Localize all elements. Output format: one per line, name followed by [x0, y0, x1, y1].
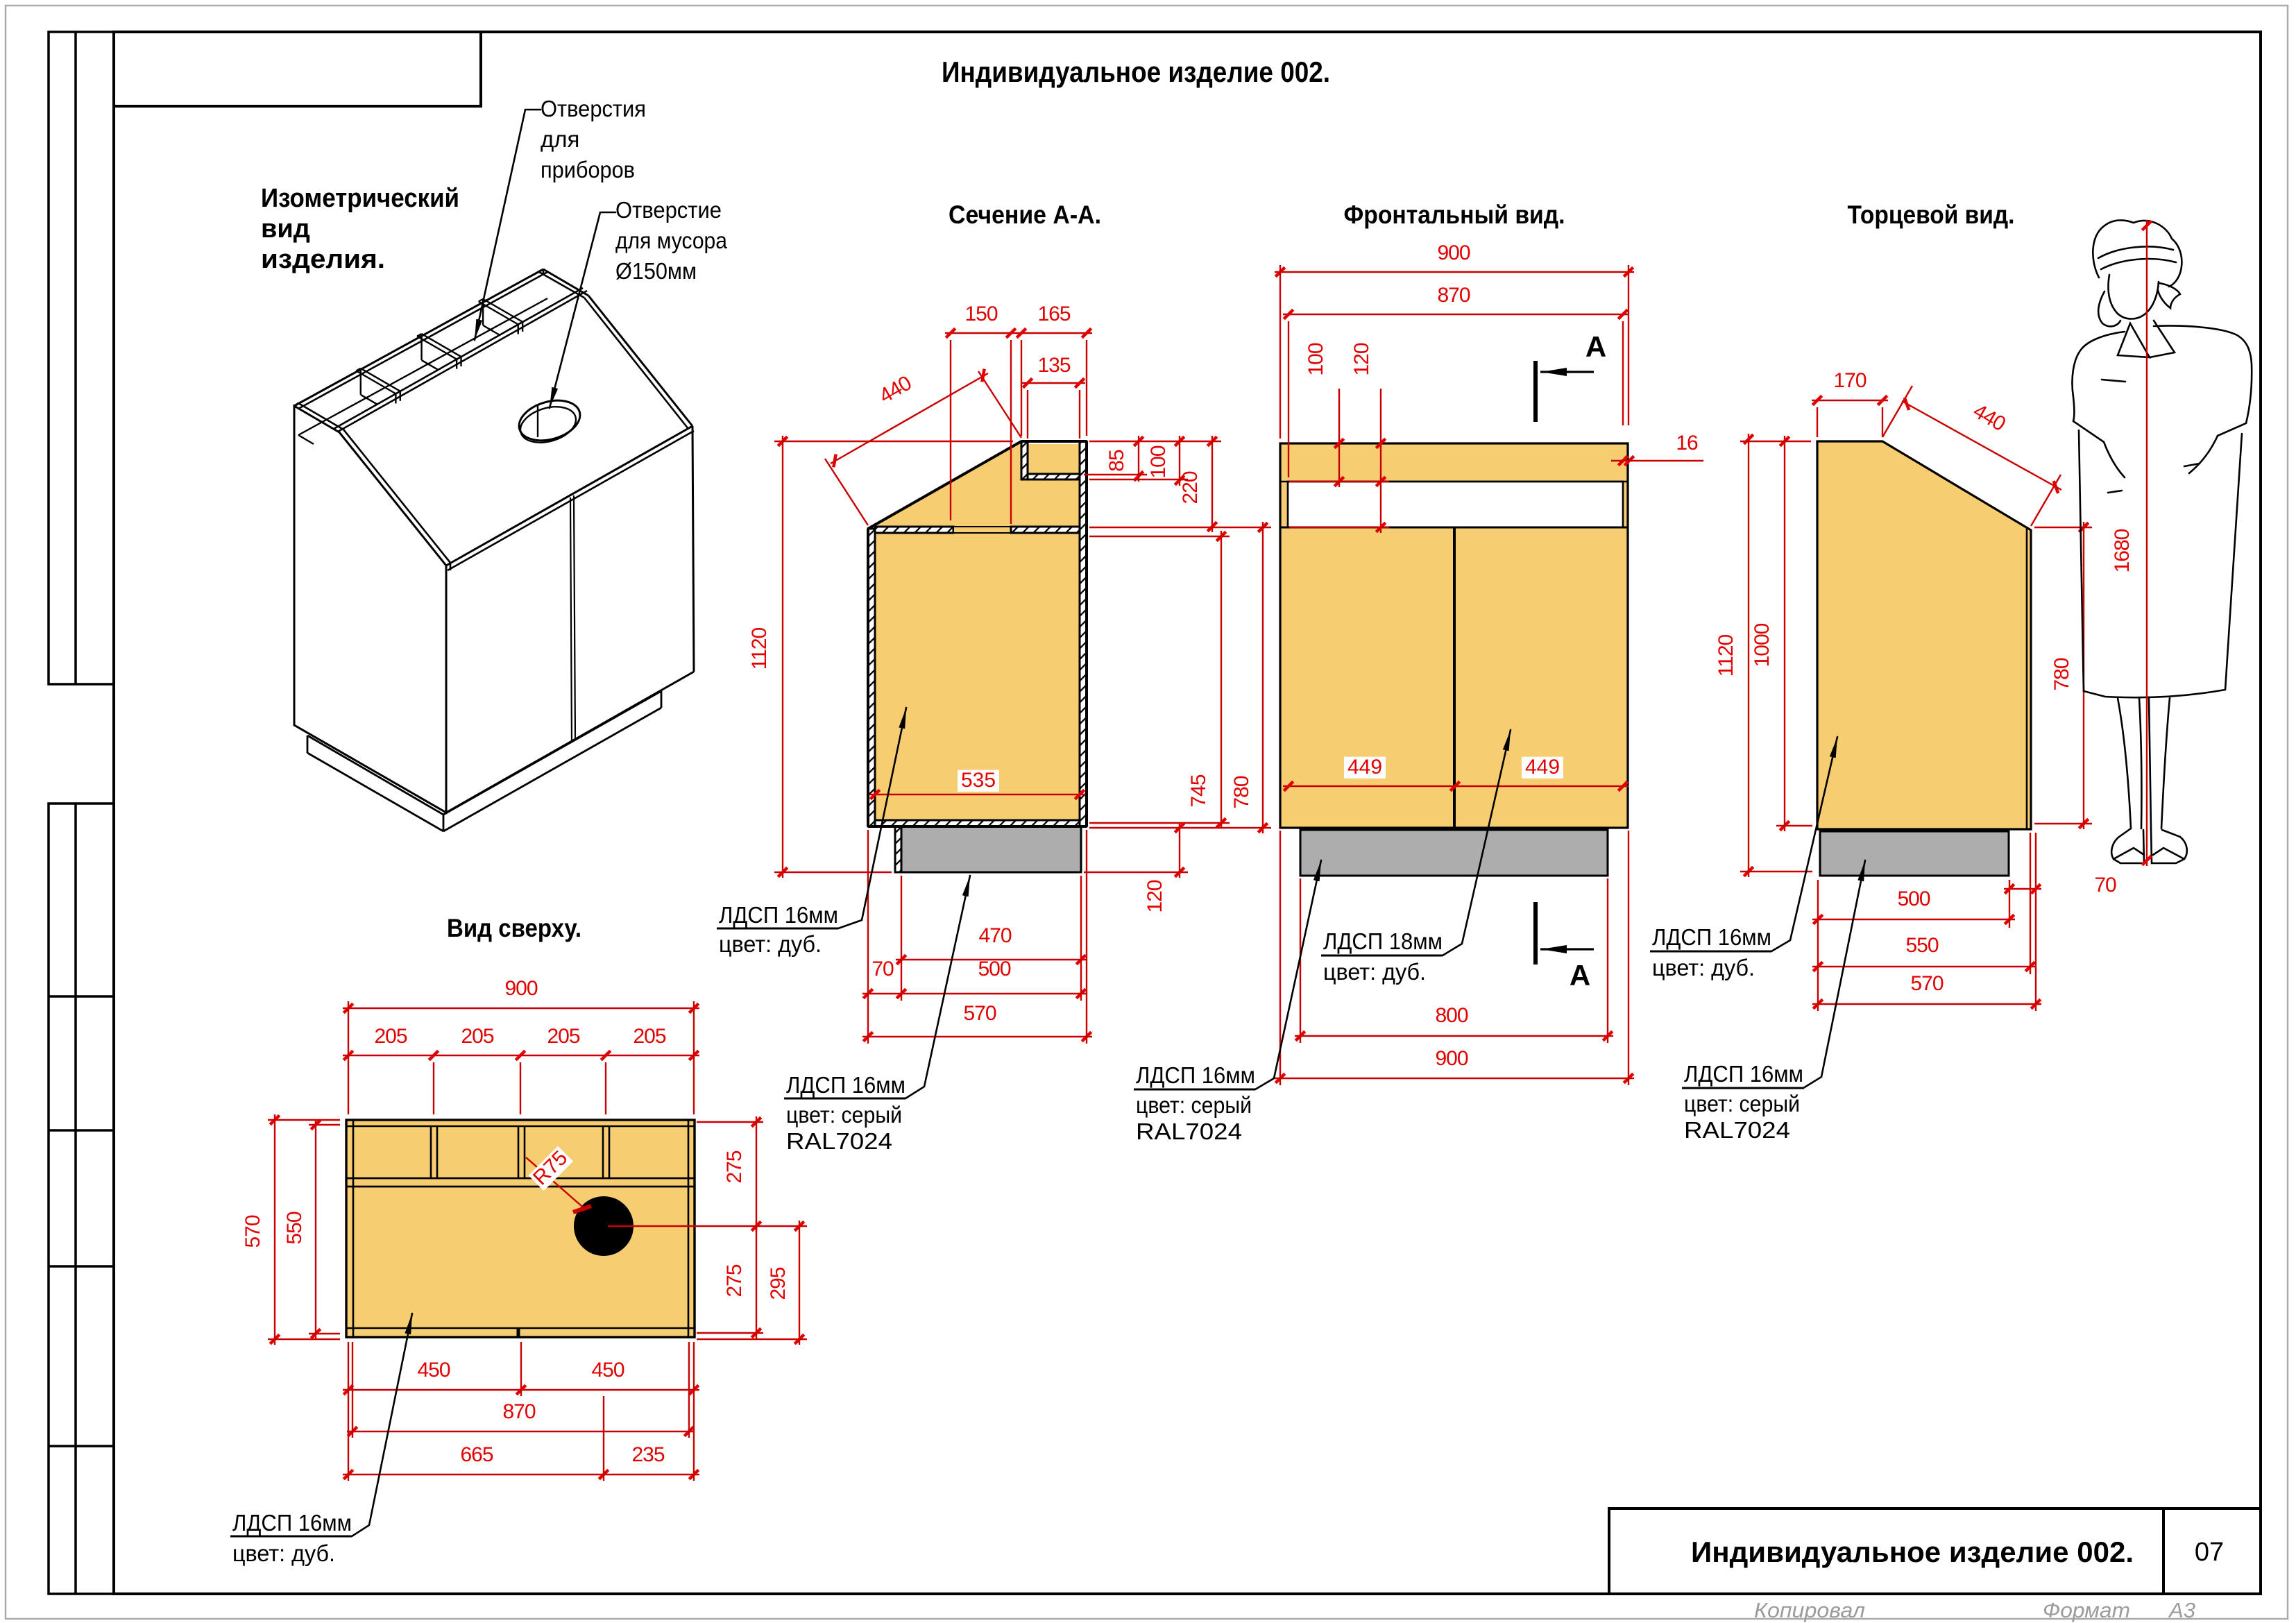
- svg-text:570: 570: [241, 1215, 264, 1248]
- svg-text:235: 235: [631, 1443, 664, 1466]
- svg-text:1000: 1000: [1751, 623, 1774, 667]
- svg-text:295: 295: [767, 1267, 790, 1300]
- svg-text:А: А: [1570, 959, 1590, 992]
- svg-text:ЛДСП 16мм: ЛДСП 16мм: [719, 902, 838, 928]
- svg-text:900: 900: [1435, 1047, 1468, 1070]
- svg-text:70: 70: [2094, 874, 2116, 897]
- svg-text:07: 07: [2195, 1538, 2224, 1567]
- svg-text:449: 449: [1347, 756, 1382, 779]
- svg-text:Отверстие: Отверстие: [615, 197, 722, 223]
- svg-text:550: 550: [283, 1212, 306, 1244]
- svg-text:для: для: [541, 126, 579, 152]
- svg-text:Ø150мм: Ø150мм: [615, 258, 697, 284]
- svg-text:ЛДСП 16мм: ЛДСП 16мм: [1652, 924, 1771, 950]
- svg-text:ЛДСП 16мм: ЛДСП 16мм: [232, 1510, 352, 1536]
- svg-text:70: 70: [871, 958, 894, 980]
- svg-text:Формат: Формат: [2043, 1598, 2130, 1622]
- svg-text:870: 870: [502, 1400, 535, 1423]
- svg-text:449: 449: [1525, 756, 1560, 779]
- svg-text:900: 900: [1437, 241, 1470, 264]
- svg-text:120: 120: [1143, 880, 1166, 912]
- svg-text:Фронтальный вид.: Фронтальный вид.: [1344, 201, 1565, 229]
- svg-text:870: 870: [1437, 284, 1470, 307]
- svg-text:150: 150: [964, 303, 997, 325]
- svg-text:цвет: серый: цвет: серый: [1136, 1092, 1252, 1118]
- svg-text:Индивидуальное изделие 002.: Индивидуальное изделие 002.: [1691, 1536, 2134, 1568]
- svg-text:100: 100: [1147, 445, 1170, 478]
- svg-text:А3: А3: [2168, 1598, 2195, 1622]
- svg-text:ЛДСП 16мм: ЛДСП 16мм: [1136, 1062, 1255, 1088]
- svg-text:вид: вид: [261, 214, 310, 244]
- svg-text:цвет: серый: цвет: серый: [1684, 1091, 1800, 1116]
- svg-text:ЛДСП 16мм: ЛДСП 16мм: [786, 1072, 905, 1098]
- svg-text:цвет: дуб.: цвет: дуб.: [1323, 959, 1426, 985]
- svg-text:цвет: дуб.: цвет: дуб.: [1652, 955, 1755, 980]
- svg-text:450: 450: [417, 1359, 450, 1382]
- svg-text:570: 570: [1910, 972, 1943, 995]
- svg-text:Изометрический: Изометрический: [261, 184, 459, 213]
- svg-text:для мусора: для мусора: [615, 228, 728, 253]
- svg-text:120: 120: [1350, 343, 1373, 375]
- svg-text:275: 275: [723, 1150, 746, 1183]
- svg-text:100: 100: [1304, 343, 1327, 375]
- svg-text:ЛДСП 16мм: ЛДСП 16мм: [1684, 1061, 1803, 1087]
- svg-text:780: 780: [1230, 776, 1253, 808]
- svg-text:Копировал: Копировал: [1754, 1598, 1865, 1622]
- svg-text:500: 500: [978, 958, 1010, 980]
- svg-text:205: 205: [461, 1025, 493, 1048]
- svg-text:535: 535: [961, 769, 996, 792]
- svg-text:изделия.: изделия.: [261, 245, 385, 274]
- svg-text:Вид сверху.: Вид сверху.: [447, 914, 581, 942]
- svg-text:RAL7024: RAL7024: [1136, 1119, 1242, 1144]
- svg-text:220: 220: [1179, 471, 1202, 504]
- svg-text:1120: 1120: [1715, 634, 1737, 677]
- svg-text:Индивидуальное изделие 002.: Индивидуальное изделие 002.: [942, 56, 1330, 88]
- svg-text:570: 570: [963, 1002, 996, 1025]
- svg-text:цвет: дуб.: цвет: дуб.: [719, 931, 822, 957]
- svg-text:170: 170: [1833, 369, 1866, 392]
- svg-text:ЛДСП 18мм: ЛДСП 18мм: [1323, 928, 1443, 954]
- svg-text:470: 470: [978, 924, 1011, 947]
- svg-text:205: 205: [633, 1025, 665, 1048]
- svg-text:450: 450: [591, 1359, 624, 1382]
- svg-text:205: 205: [547, 1025, 579, 1048]
- svg-text:780: 780: [2050, 658, 2073, 690]
- svg-text:А: А: [1585, 330, 1606, 363]
- svg-text:приборов: приборов: [541, 157, 635, 182]
- svg-text:1120: 1120: [748, 627, 771, 670]
- svg-text:Сечение А-А.: Сечение А-А.: [949, 201, 1101, 229]
- svg-text:500: 500: [1897, 887, 1930, 910]
- svg-text:800: 800: [1435, 1004, 1468, 1027]
- svg-text:165: 165: [1037, 303, 1070, 325]
- svg-text:275: 275: [723, 1264, 746, 1297]
- svg-text:135: 135: [1037, 354, 1070, 377]
- svg-text:Торцевой вид.: Торцевой вид.: [1848, 201, 2015, 229]
- svg-text:550: 550: [1905, 934, 1938, 957]
- svg-text:Отверстия: Отверстия: [541, 96, 646, 121]
- svg-text:205: 205: [374, 1025, 407, 1048]
- svg-text:цвет: серый: цвет: серый: [786, 1102, 902, 1128]
- svg-text:цвет: дуб.: цвет: дуб.: [232, 1540, 335, 1566]
- svg-text:RAL7024: RAL7024: [786, 1128, 892, 1154]
- svg-text:745: 745: [1187, 774, 1210, 807]
- svg-text:85: 85: [1105, 450, 1128, 472]
- svg-text:1680: 1680: [2111, 529, 2134, 572]
- svg-text:16: 16: [1676, 432, 1698, 454]
- svg-text:900: 900: [504, 977, 537, 1000]
- svg-text:665: 665: [460, 1443, 493, 1466]
- svg-text:RAL7024: RAL7024: [1684, 1117, 1790, 1143]
